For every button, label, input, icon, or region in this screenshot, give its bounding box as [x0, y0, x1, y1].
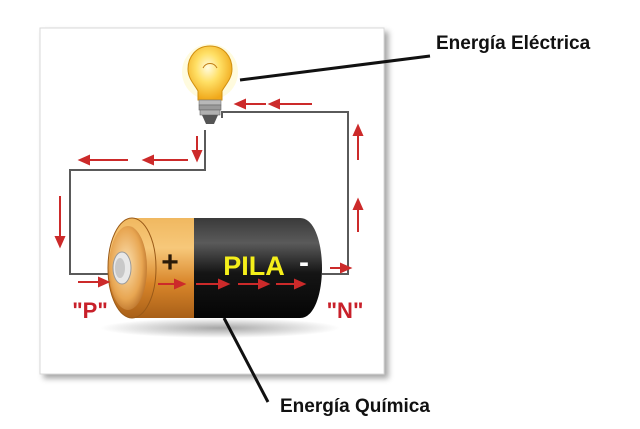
battery-icon	[107, 217, 322, 319]
arrow-icon	[158, 278, 187, 290]
arrow-icon	[196, 278, 231, 290]
arrow-icon	[352, 197, 364, 232]
terminal-n-label: "N"	[327, 298, 364, 323]
arrow-icon	[238, 278, 271, 290]
arrow-icon	[141, 154, 188, 166]
battery-plus-sign: +	[161, 246, 179, 279]
energia-quimica-label: Energía Química	[280, 396, 430, 417]
circuit-wire	[69, 111, 349, 275]
arrow-icon	[267, 98, 312, 110]
current-arrows	[54, 98, 364, 290]
arrow-icon	[191, 136, 203, 163]
arrow-icon	[330, 262, 353, 274]
arrow-icon	[54, 196, 66, 249]
battery-minus-sign: -	[299, 246, 309, 279]
arrow-icon	[352, 123, 364, 160]
arrow-icon	[276, 278, 307, 290]
arrow-icon	[78, 276, 111, 288]
battery-name-label: PILA	[223, 251, 285, 281]
arrow-icon	[233, 98, 266, 110]
energia-electrica-label: Energía Eléctrica	[436, 33, 591, 54]
light-bulb-icon	[182, 44, 238, 124]
terminal-p-label: "P"	[72, 298, 108, 323]
arrow-icon	[77, 154, 128, 166]
pointer-line-electrica	[239, 54, 431, 82]
